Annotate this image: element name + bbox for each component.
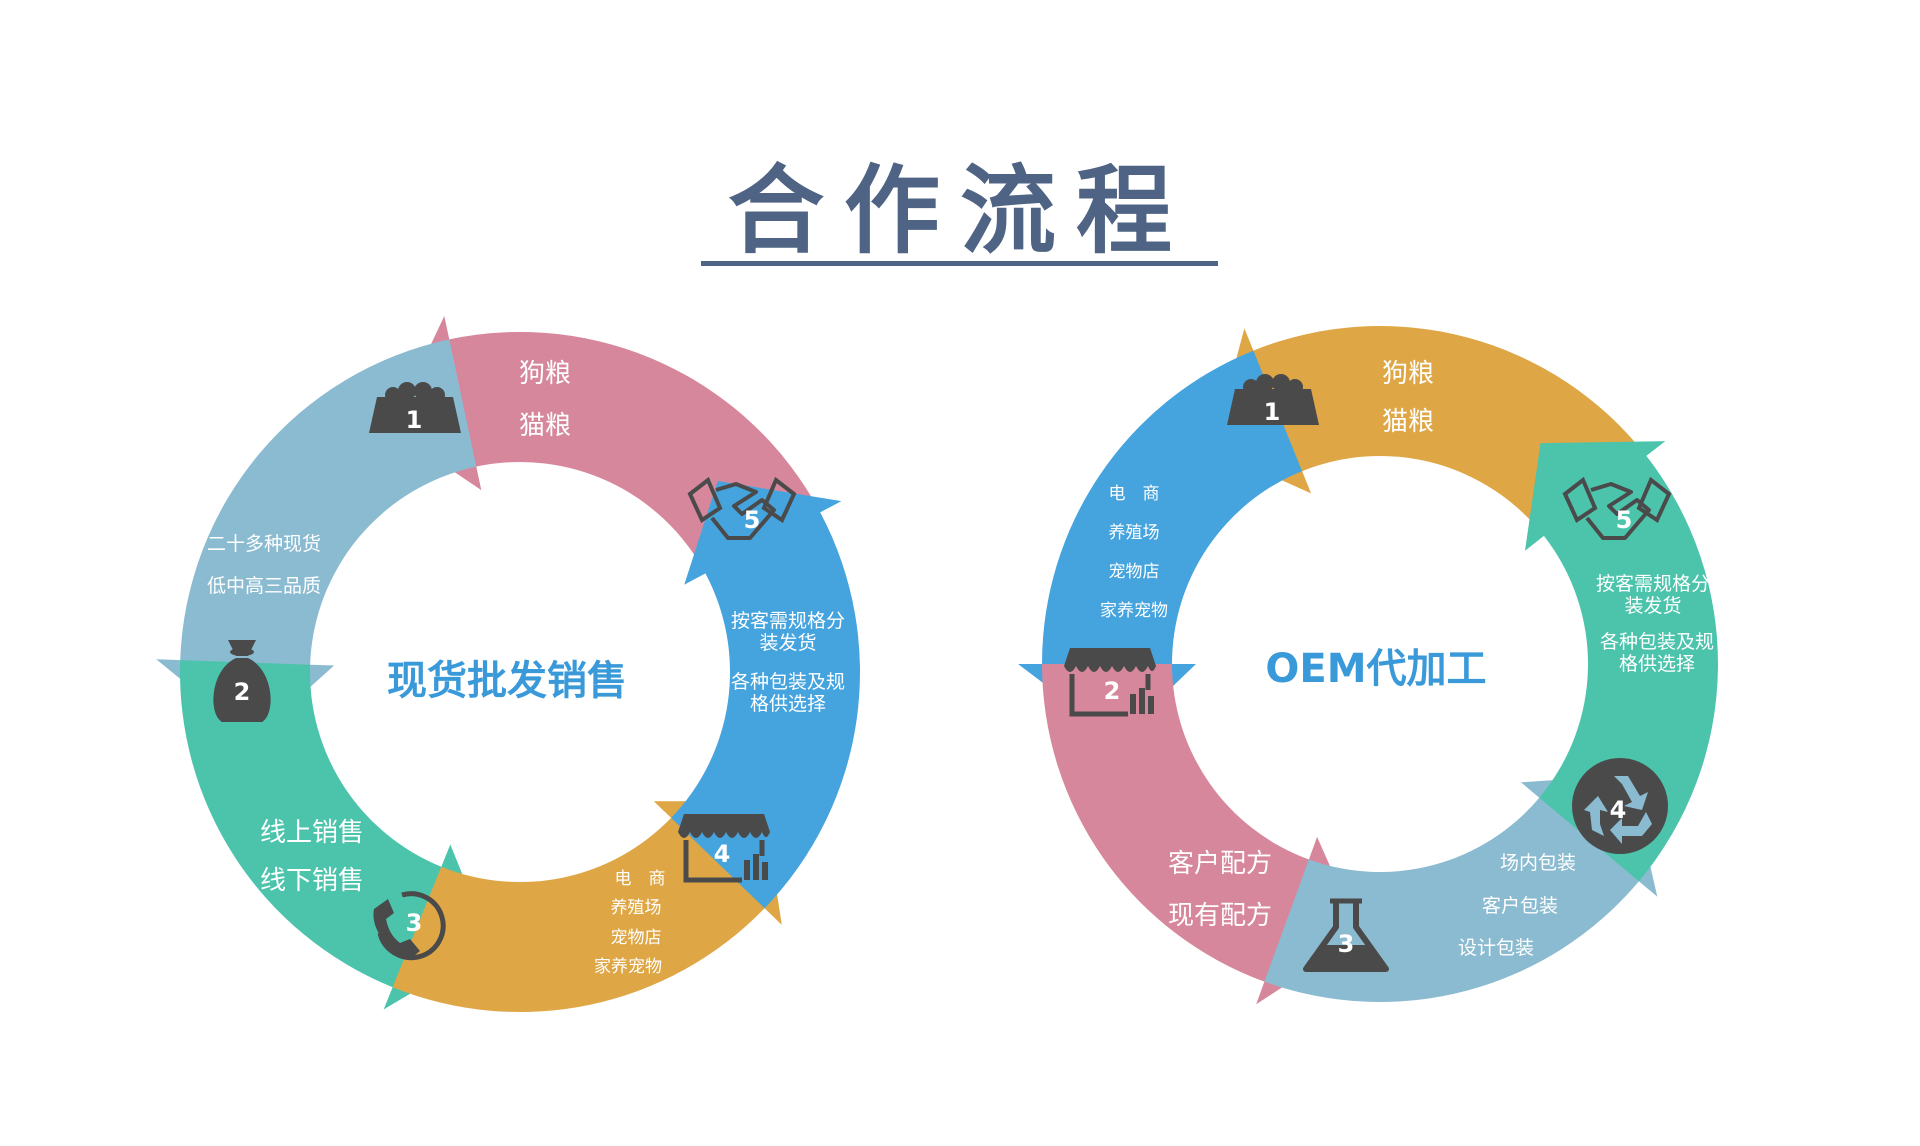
step-label: 格供选择 [750,693,826,715]
page-title: 合作流程 [701,155,1218,267]
page-title-text: 合作流程 [728,155,1192,267]
step-label: 装发货 [1624,595,1681,617]
handshake-icon [1562,476,1672,540]
step-label: 格供选择 [1619,653,1695,675]
cycle-oem: OEM代加工 1 狗粮 猫粮 2 电 商 养殖场 宠物店 家养宠物 [1018,326,1718,1005]
step-number: 5 [744,506,761,534]
step-label: 客户包装 [1482,895,1558,917]
step-label: 场内包装 [1500,852,1576,874]
step-label: 猫粮 [1382,407,1434,437]
step-label: 各种包装及规 [731,671,845,693]
step-2: 2 二十多种现货 低中高三品质 [207,533,321,722]
step-number: 3 [406,909,423,937]
ring-segment-2 [156,339,477,739]
step-label: 宠物店 [611,928,662,948]
cycle-center-label: OEM代加工 [1265,646,1486,692]
cycle-wholesale: 现货批发销售 1 狗粮 猫粮 2 二十多种现货 低中高三品质 [156,316,861,1012]
step-label: 线下销售 [260,866,364,896]
ring-segment-3 [179,660,492,1010]
step-number: 1 [1264,398,1281,426]
ring-segment-5 [671,481,861,909]
recycle-icon [1572,758,1668,854]
ring-segment-2 [1018,350,1303,740]
step-label: 家养宠物 [594,957,662,977]
step-5: 5 按客需规格分 装发货 各种包装及规 格供选择 [687,476,845,715]
step-number: 2 [1104,677,1121,705]
cycle-center-label: 现货批发销售 [387,658,627,704]
step-label: 狗粮 [1382,359,1434,389]
food-bowl-icon [369,382,461,433]
step-label: 二十多种现货 [207,533,321,555]
step-label: 线上销售 [260,818,364,848]
step-number: 4 [1610,796,1627,824]
storefront-icon [678,814,770,883]
step-label: 电 商 [615,869,666,889]
step-4: 4 电 商 养殖场 宠物店 家养宠物 [594,814,770,977]
handshake-icon [687,476,797,540]
step-number: 4 [714,840,731,868]
step-label: 现有配方 [1168,901,1272,931]
step-label: 低中高三品质 [207,575,321,597]
step-2: 2 电 商 养殖场 宠物店 家养宠物 [1064,484,1168,717]
step-1: 1 狗粮 猫粮 [369,359,571,441]
phone-icon [373,891,446,961]
step-number: 2 [234,678,251,706]
step-label: 宠物店 [1109,562,1160,582]
step-number: 3 [1338,930,1355,958]
storefront-icon [1064,648,1156,717]
step-1: 1 狗粮 猫粮 [1227,359,1434,437]
step-label: 养殖场 [611,898,662,918]
ring-segment-3 [1042,664,1361,1005]
step-3: 3 线上销售 线下销售 [260,818,446,961]
step-label: 猫粮 [519,411,571,441]
step-number: 5 [1616,506,1633,534]
step-label: 各种包装及规 [1600,631,1714,653]
step-label: 养殖场 [1109,523,1160,543]
step-5: 5 按客需规格分 装发货 各种包装及规 格供选择 [1562,476,1714,675]
step-4: 4 场内包装 客户包装 设计包装 [1458,758,1668,959]
step-label: 设计包装 [1458,937,1534,959]
step-label: 装发货 [759,632,816,654]
cycle-ring [156,316,861,1012]
food-bowl-icon [1227,374,1319,425]
step-3: 3 客户配方 现有配方 [1168,849,1389,972]
ring-segment-5 [1525,441,1718,882]
step-label: 狗粮 [519,359,571,389]
step-label: 按客需规格分 [731,610,845,632]
money-bag-icon [213,640,271,722]
step-label: 按客需规格分 [1596,573,1710,595]
step-label: 电 商 [1109,484,1160,504]
step-number: 1 [406,406,423,434]
title-underline [701,261,1218,266]
step-label: 家养宠物 [1100,601,1168,621]
flask-icon [1303,898,1389,972]
step-label: 客户配方 [1168,849,1272,879]
